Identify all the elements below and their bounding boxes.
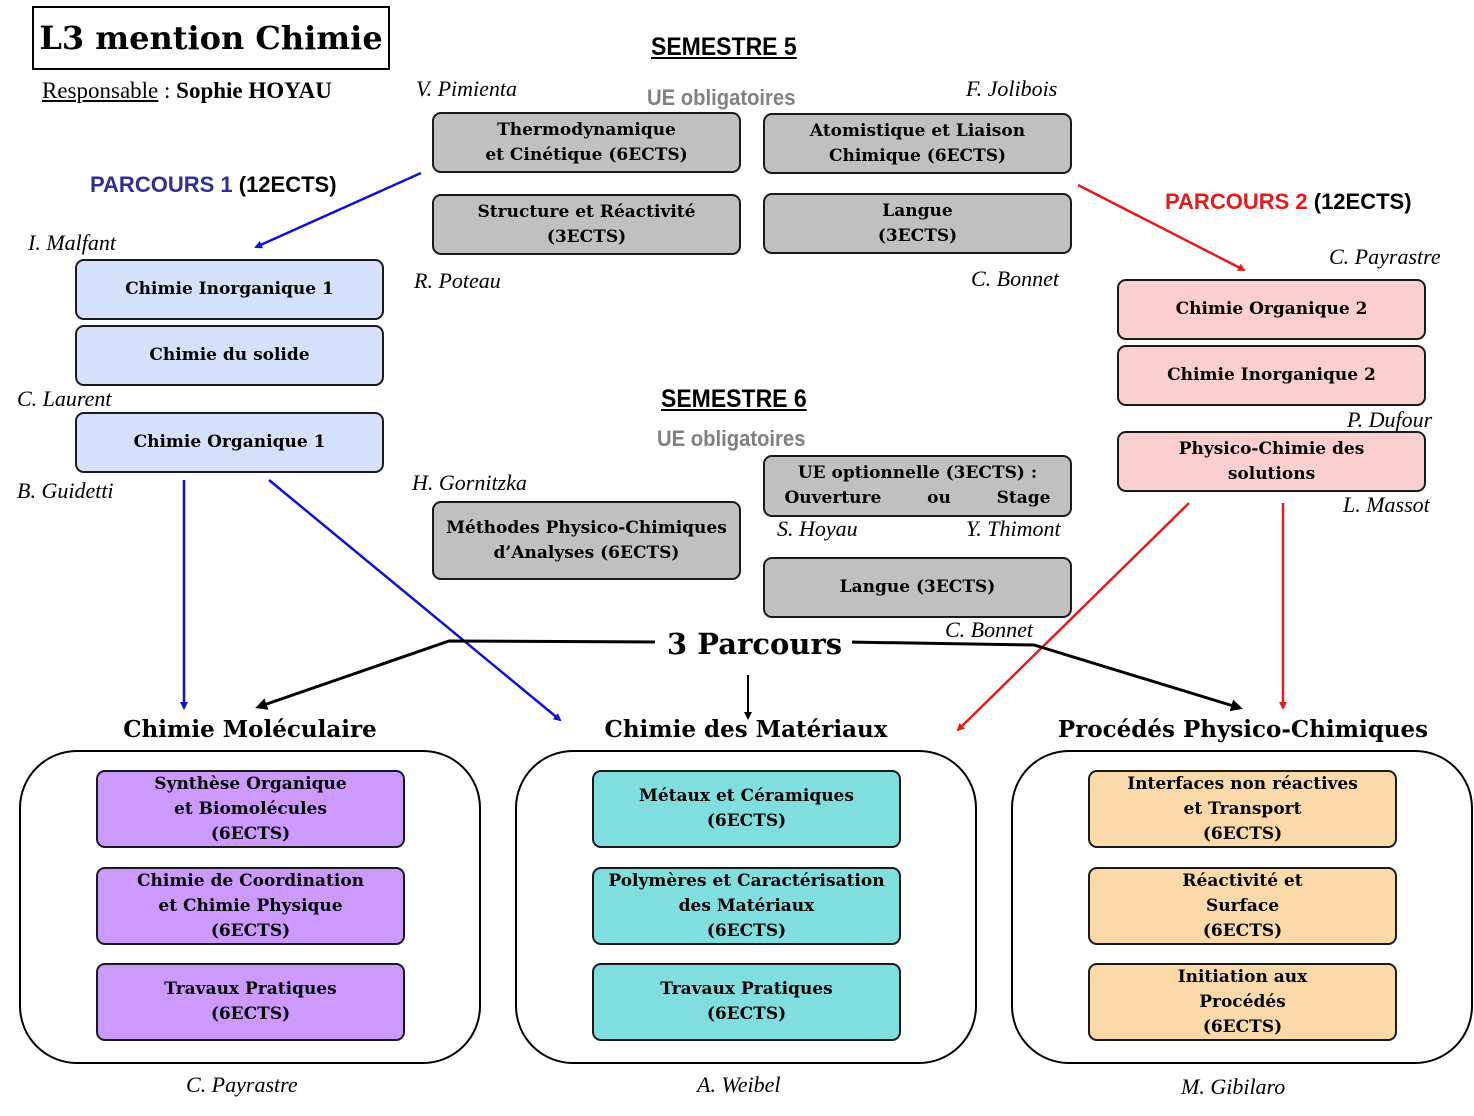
parcours1-ects: (12ECTS) bbox=[232, 172, 337, 197]
ue-chimie-du-solide: Chimie du solide bbox=[75, 325, 384, 386]
track-responsible: C. Payrastre bbox=[186, 1072, 298, 1097]
responsable-name: Sophie HOYAU bbox=[176, 78, 332, 103]
responsable-label: Responsable bbox=[42, 78, 159, 103]
arrow-3parcours-to-moleculaire bbox=[255, 639, 656, 710]
ue-optionnelle-options: Ouverture ou Stage bbox=[785, 486, 1051, 511]
ue-langue-s6: Langue (3ECTS) bbox=[763, 557, 1072, 618]
teacher-label: V. Pimienta bbox=[416, 76, 518, 101]
teacher-label: R. Poteau bbox=[414, 268, 501, 293]
ue-physico-chimie-solutions: Physico-Chimie des solutions bbox=[1117, 431, 1426, 492]
semestre6-title: SEMESTRE 6 bbox=[661, 385, 807, 413]
ue-initiation-procedes: Initiation aux Procédés (6ECTS) bbox=[1088, 963, 1397, 1041]
track-title-procedes: Procédés Physico-Chimiques bbox=[1057, 716, 1429, 743]
ue-synthese-organique: Synthèse Organique et Biomolécules (6ECT… bbox=[96, 770, 405, 848]
track-title-moleculaire: Chimie Moléculaire bbox=[123, 716, 377, 743]
page-title: L3 mention Chimie bbox=[32, 6, 390, 70]
teacher-label: C. Payrastre bbox=[1329, 244, 1441, 269]
option-or: ou bbox=[927, 488, 951, 508]
responsable-line: Responsable : Sophie HOYAU bbox=[42, 78, 332, 104]
ue-interfaces-transport: Interfaces non réactives et Transport (6… bbox=[1088, 770, 1397, 848]
teacher-label: I. Malfant bbox=[28, 230, 116, 255]
track-responsible: M. Gibilaro bbox=[1181, 1074, 1286, 1099]
semestre6-subtitle: UE obligatoires bbox=[657, 426, 806, 451]
ue-travaux-pratiques: Travaux Pratiques (6ECTS) bbox=[592, 963, 901, 1041]
ue-metaux-ceramiques: Métaux et Céramiques (6ECTS) bbox=[592, 770, 901, 848]
teacher-label: P. Dufour bbox=[1347, 407, 1433, 432]
parcours2-name: PARCOURS 2 bbox=[1165, 189, 1308, 214]
ue-langue-s5: Langue (3ECTS) bbox=[763, 193, 1072, 254]
teacher-label: C. Bonnet bbox=[945, 617, 1033, 642]
teacher-label: Y. Thimont bbox=[966, 516, 1061, 541]
ue-atomistique: Atomistique et Liaison Chimique (6ECTS) bbox=[763, 113, 1072, 174]
parcours1-heading: PARCOURS 1 (12ECTS) bbox=[90, 172, 337, 198]
teacher-label: C. Bonnet bbox=[971, 266, 1059, 291]
track-responsible: A. Weibel bbox=[697, 1072, 781, 1097]
teacher-label: F. Jolibois bbox=[966, 76, 1058, 101]
ue-reactivite-surface: Réactivité et Surface (6ECTS) bbox=[1088, 867, 1397, 945]
ue-polymeres-caracterisation: Polymères et Caractérisation des Matéria… bbox=[592, 867, 901, 945]
arrow-3parcours-to-procedes bbox=[846, 640, 1243, 712]
ue-chimie-coordination: Chimie de Coordination et Chimie Physiqu… bbox=[96, 867, 405, 945]
ue-optionnelle: UE optionnelle (3ECTS) : Ouverture ou St… bbox=[763, 455, 1072, 517]
ue-optionnelle-title: UE optionnelle (3ECTS) : bbox=[797, 463, 1038, 483]
teacher-label: S. Hoyau bbox=[777, 516, 858, 541]
ue-thermodynamique: Thermodynamique et Cinétique (6ECTS) bbox=[432, 112, 741, 173]
semestre5-title: SEMESTRE 5 bbox=[651, 33, 797, 61]
teacher-label: H. Gornitzka bbox=[412, 470, 527, 495]
semestre5-subtitle: UE obligatoires bbox=[647, 85, 796, 110]
ue-chimie-inorganique-2: Chimie Inorganique 2 bbox=[1117, 345, 1426, 406]
teacher-label: B. Guidetti bbox=[17, 478, 114, 503]
track-title-materiaux: Chimie des Matériaux bbox=[604, 716, 888, 743]
parcours2-heading: PARCOURS 2 (12ECTS) bbox=[1165, 189, 1412, 215]
ue-chimie-organique-2: Chimie Organique 2 bbox=[1117, 279, 1426, 340]
parcours2-ects: (12ECTS) bbox=[1307, 189, 1412, 214]
teacher-label: L. Massot bbox=[1343, 492, 1430, 517]
ue-methodes-physico-chimiques: Méthodes Physico-Chimiques d’Analyses (6… bbox=[432, 501, 741, 580]
teacher-label: C. Laurent bbox=[17, 386, 112, 411]
ue-chimie-organique-1: Chimie Organique 1 bbox=[75, 412, 384, 473]
option-ouverture: Ouverture bbox=[784, 488, 882, 508]
ue-structure-reactivite: Structure et Réactivité (3ECTS) bbox=[432, 194, 741, 255]
ue-travaux-pratiques: Travaux Pratiques (6ECTS) bbox=[96, 963, 405, 1041]
parcours1-name: PARCOURS 1 bbox=[90, 172, 233, 197]
option-stage: Stage bbox=[996, 488, 1051, 508]
responsable-separator: : bbox=[158, 78, 177, 103]
ue-chimie-inorganique-1: Chimie Inorganique 1 bbox=[75, 259, 384, 320]
three-parcours-label: 3 Parcours bbox=[657, 627, 853, 661]
